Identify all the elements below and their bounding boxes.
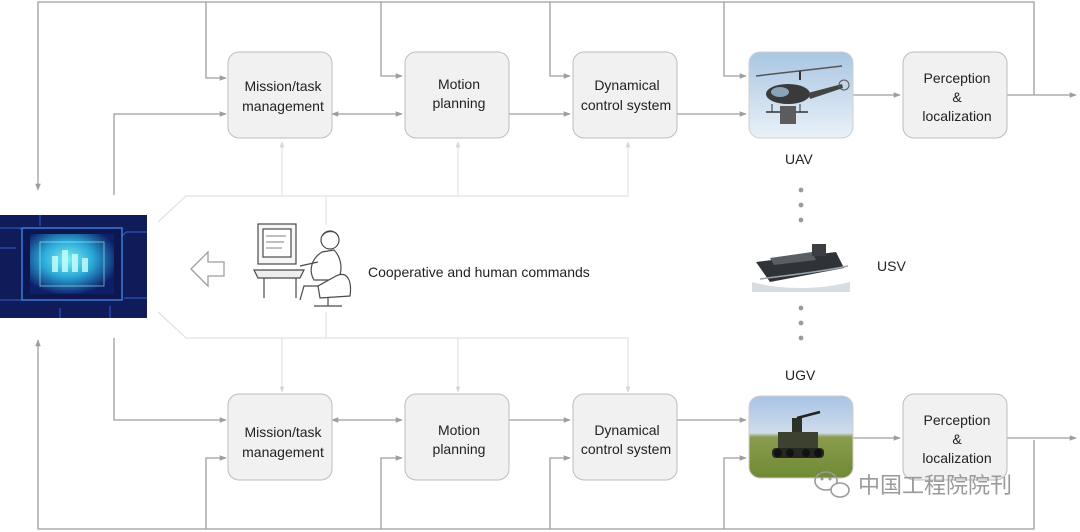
uav-label: UAV <box>785 151 813 167</box>
ellipsis-dots-lower <box>798 305 804 341</box>
bottom-perception-line3: localization <box>922 450 991 466</box>
ground-robot-icon <box>748 395 854 479</box>
top-control-box: Dynamical control system <box>572 51 678 139</box>
commands-label: Cooperative and human commands <box>368 264 590 280</box>
forward-arrows <box>331 92 1077 441</box>
top-motion-line1: Motion <box>438 76 480 92</box>
bottom-motion-box: Motion planning <box>404 393 510 481</box>
processor-chip-icon <box>0 215 147 318</box>
bottom-perception-line2: & <box>952 431 962 447</box>
helicopter-drone-icon <box>748 51 854 139</box>
bottom-mission-line2: management <box>242 444 324 460</box>
top-mission-box: Mission/task management <box>227 51 333 139</box>
bottom-control-line1: Dynamical <box>594 422 659 438</box>
human-at-computer-icon <box>253 223 352 307</box>
hollow-left-arrow-icon <box>190 250 225 288</box>
bottom-control-box: Dynamical control system <box>572 393 678 481</box>
watermark-text: 中国工程院院刊 <box>858 474 1012 499</box>
top-mission-line2: management <box>242 98 324 114</box>
top-perception-box: Perception & localization <box>902 51 1008 139</box>
bottom-perception-box: Perception & localization <box>902 393 1008 481</box>
bottom-control-line2: control system <box>581 441 671 457</box>
top-motion-line2: planning <box>433 95 486 111</box>
ugv-label: UGV <box>785 367 816 383</box>
wechat-logo-icon <box>814 471 850 498</box>
top-perception-line3: localization <box>922 108 991 124</box>
top-perception-line1: Perception <box>924 70 991 86</box>
bottom-motion-line2: planning <box>433 441 486 457</box>
bottom-mission-box: Mission/task management <box>227 393 333 481</box>
feedback-lines <box>35 1 1035 530</box>
bottom-mission-line1: Mission/task <box>244 424 322 440</box>
speedboat-icon <box>749 234 853 294</box>
top-mission-line1: Mission/task <box>244 78 322 94</box>
top-perception-line2: & <box>952 89 962 105</box>
top-control-line1: Dynamical <box>594 77 659 93</box>
usv-label: USV <box>877 258 906 274</box>
ellipsis-dots-upper <box>798 187 804 223</box>
top-control-line2: control system <box>581 97 671 113</box>
bottom-perception-line1: Perception <box>924 412 991 428</box>
top-motion-box: Motion planning <box>404 51 510 139</box>
command-funnel <box>157 141 631 393</box>
bottom-motion-line1: Motion <box>438 422 480 438</box>
